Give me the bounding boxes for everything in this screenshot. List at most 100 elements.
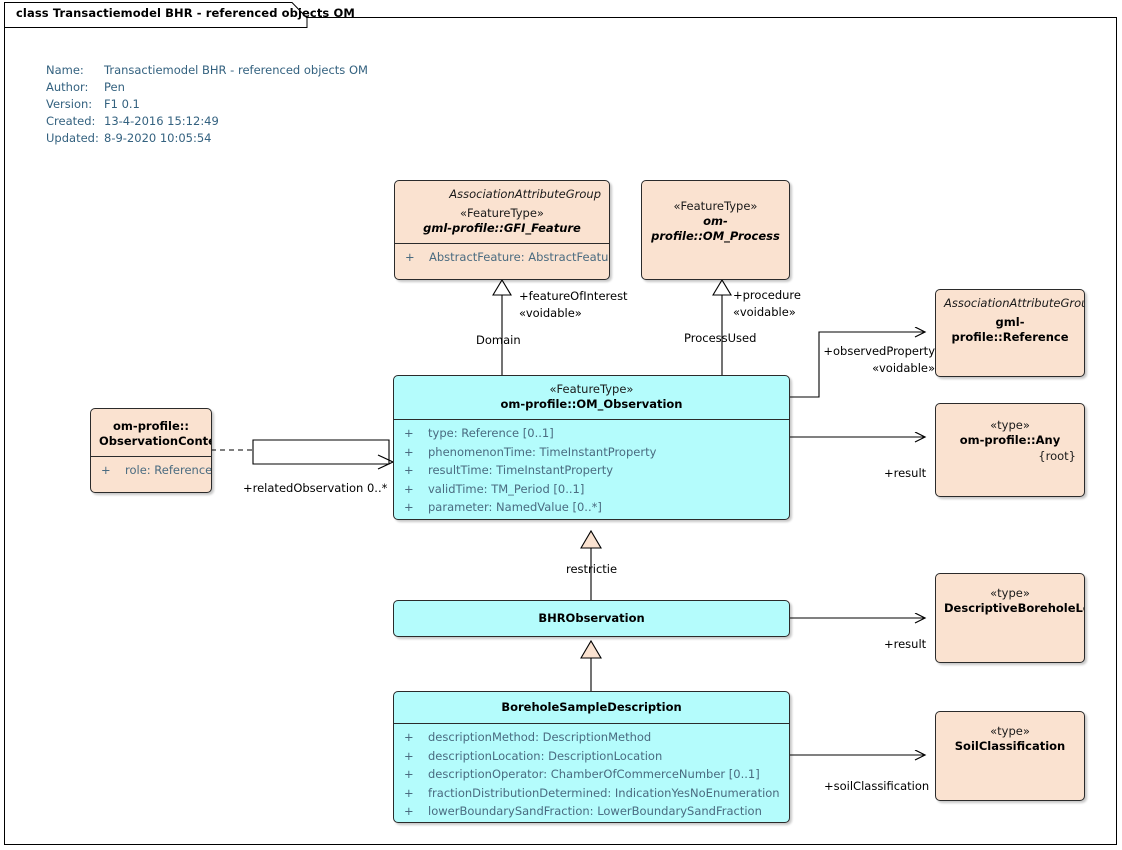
diagram-title: class Transactiemodel BHR - referenced o… (16, 6, 355, 20)
label-process-used: ProcessUsed (684, 331, 757, 345)
attribute-visibility: + (404, 748, 414, 763)
class-header: AssociationAttributeGroup «FeatureType» … (395, 181, 609, 243)
class-borehole-sample-description[interactable]: BoreholeSampleDescription + descriptionM… (393, 691, 790, 823)
class-name: om-profile::Any (959, 433, 1061, 447)
class-stereotype: «type» (990, 724, 1030, 738)
diagram-title-tab: class Transactiemodel BHR - referenced o… (4, 2, 355, 28)
attribute-text: parameter: NamedValue [0..*] (428, 500, 602, 515)
class-om-process[interactable]: «FeatureType» om-profile::OM_Process (641, 180, 790, 280)
attribute-visibility: + (404, 500, 414, 515)
attribute-text: phenomenonTime: TimeInstantProperty (428, 444, 657, 459)
attribute-visibility: + (101, 463, 111, 477)
class-header: «FeatureType» om-profile::OM_Process (642, 181, 789, 251)
attribute-text: AbstractFeature: AbstractFeature (429, 250, 610, 264)
class-observation-context[interactable]: om-profile:: ObservationContext + role: … (90, 408, 212, 493)
metadata-row: Author: Pen (46, 81, 368, 98)
attribute-row: + descriptionOperator: ChamberOfCommerce… (400, 765, 783, 784)
class-name: DescriptiveBoreholeLog (944, 601, 1085, 615)
attribute-visibility: + (404, 730, 414, 744)
metadata-row: Name: Transactiemodel BHR - referenced o… (46, 64, 368, 81)
attribute-row: + resultTime: TimeInstantProperty (400, 461, 783, 480)
attribute-visibility: + (404, 804, 414, 819)
class-name-line1: om-profile:: (113, 419, 189, 433)
metadata-row: Version: F1 0.1 (46, 98, 368, 115)
class-name-line2: ObservationContext (99, 434, 211, 448)
class-stereotype: «type» (990, 418, 1030, 432)
attribute-compartment: + descriptionMethod: DescriptionMethod +… (394, 724, 789, 822)
class-gfi-feature[interactable]: AssociationAttributeGroup «FeatureType» … (394, 180, 610, 280)
class-header: «FeatureType» om-profile::OM_Observation (394, 376, 789, 419)
connector-generalization-bsd (580, 639, 602, 691)
class-header: BoreholeSampleDescription (394, 692, 789, 723)
attribute-visibility: + (404, 767, 414, 782)
compartment-divider (395, 243, 609, 244)
class-descriptive-borehole-log[interactable]: «type» DescriptiveBoreholeLog (935, 573, 1085, 663)
class-stereotype: «FeatureType» (549, 382, 634, 396)
attribute-text: descriptionLocation: DescriptionLocation (428, 748, 663, 763)
class-stereotype: «FeatureType» (673, 199, 758, 213)
class-name: om-profile::OM_Process (651, 214, 780, 243)
metadata-value: Pen (104, 80, 125, 94)
metadata-row: Created: 13-4-2016 15:12:49 (46, 115, 368, 132)
association-attribute-group-label: AssociationAttributeGroup (449, 187, 601, 201)
tab-shape-icon (4, 2, 308, 28)
class-any[interactable]: «type» om-profile::Any {root} (935, 403, 1085, 497)
label-feature-of-interest: +featureOfInterest (519, 289, 628, 303)
attribute-row: + descriptionLocation: DescriptionLocati… (400, 747, 783, 766)
metadata-value: 13-4-2016 15:12:49 (104, 114, 219, 128)
attribute-row: + parameter: NamedValue [0..*] (400, 498, 783, 517)
metadata-row: Updated: 8-9-2020 10:05:54 (46, 132, 368, 149)
connector-procedure (712, 278, 732, 375)
metadata-key: Name: (46, 63, 84, 77)
label-result-log: +result (884, 637, 927, 651)
connector-feature-of-interest (492, 278, 512, 375)
class-om-observation[interactable]: «FeatureType» om-profile::OM_Observation… (393, 375, 790, 520)
attribute-visibility: + (404, 785, 414, 800)
attribute-row: + descriptionMethod: DescriptionMethod (400, 728, 783, 747)
class-reference[interactable]: AssociationAttributeGroup gml-profile::R… (935, 289, 1085, 377)
class-stereotype: «type» (990, 586, 1030, 600)
attribute-text: descriptionOperator: ChamberOfCommerceNu… (428, 767, 760, 782)
compartment-divider (394, 419, 789, 420)
attribute-visibility: + (404, 444, 414, 459)
class-name: SoilClassification (954, 739, 1066, 753)
class-soil-classification[interactable]: «type» SoilClassification (935, 711, 1085, 801)
attribute-text: fractionDistributionDetermined: Indicati… (428, 785, 780, 800)
attribute-visibility: + (404, 463, 414, 478)
class-bhr-observation[interactable]: BHRObservation (393, 600, 790, 637)
attribute-text: type: Reference [0..1] (428, 426, 554, 440)
connector-restrictie (580, 529, 602, 600)
label-related-observation: +relatedObservation 0..* (243, 481, 388, 495)
attribute-compartment: + AbstractFeature: AbstractFeature (395, 244, 609, 272)
attribute-compartment: + role: Reference (91, 457, 211, 485)
attribute-text: validTime: TM_Period [0..1] (428, 481, 585, 496)
label-observed-property: +observedProperty (823, 344, 935, 358)
metadata-key: Author: (46, 80, 89, 94)
class-name: om-profile::OM_Observation (500, 397, 683, 411)
attribute-text: lowerBoundarySandFraction: LowerBoundary… (428, 804, 762, 819)
class-header: BHRObservation (394, 601, 789, 633)
class-name: BHRObservation (538, 611, 645, 625)
attribute-text: role: Reference (125, 463, 212, 477)
attribute-row: + role: Reference (97, 461, 211, 480)
label-restrictie: restrictie (566, 562, 618, 576)
metadata-value: F1 0.1 (104, 97, 140, 111)
compartment-divider (91, 456, 211, 457)
class-header: «type» om-profile::Any {root} (936, 404, 1084, 471)
attribute-visibility: + (404, 481, 414, 496)
class-stereotype: «FeatureType» (460, 206, 544, 220)
connector-observed-property (790, 332, 925, 398)
label-domain: Domain (476, 333, 521, 347)
attribute-row: + fractionDistributionDetermined: Indica… (400, 784, 783, 803)
connector-related-observation (211, 439, 395, 470)
attribute-visibility: + (405, 250, 415, 264)
attribute-row: + lowerBoundarySandFraction: LowerBounda… (400, 802, 783, 821)
attribute-row: + validTime: TM_Period [0..1] (400, 480, 783, 499)
label-feature-of-interest-stereotype: «voidable» (519, 306, 582, 320)
label-observed-property-stereotype: «voidable» (872, 361, 935, 375)
diagram-metadata: Name: Transactiemodel BHR - referenced o… (46, 64, 368, 149)
compartment-divider (394, 723, 789, 724)
class-header: «type» SoilClassification (936, 712, 1084, 761)
